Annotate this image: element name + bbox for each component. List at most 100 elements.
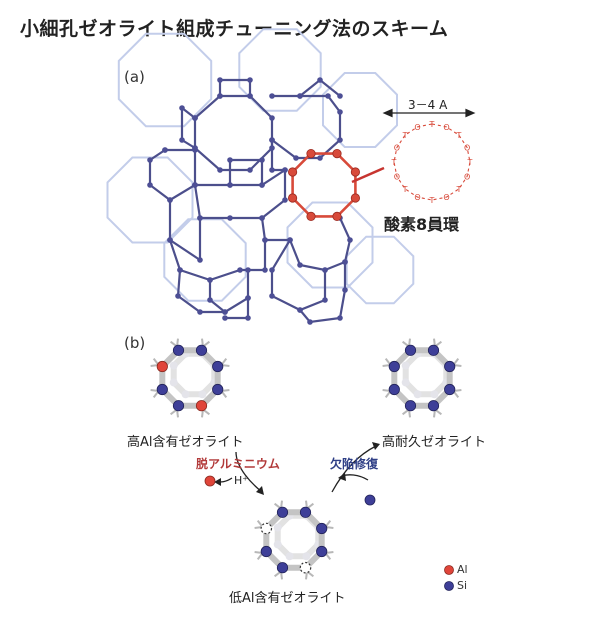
framework-atom (222, 315, 228, 321)
si-atom (172, 400, 185, 412)
tetrahedral-atom-label: T (455, 185, 461, 194)
framework-atom (297, 93, 303, 99)
high-stability-zeolite-label: 高耐久ゼオライト (382, 435, 487, 450)
framework-atom (269, 293, 275, 299)
ring-atom (332, 149, 342, 159)
legend-si-label: Si (457, 579, 468, 592)
ring-size-label: 3－4 A (408, 98, 448, 112)
back-atom (401, 361, 410, 370)
framework-atom (317, 155, 323, 161)
framework-atom (282, 197, 288, 203)
back-atom (273, 523, 282, 532)
framework-bond (271, 94, 342, 160)
panel-b-label: (b) (124, 334, 146, 352)
framework-atom (247, 77, 253, 83)
pointer-line (351, 166, 385, 184)
shadow-ring (286, 201, 374, 289)
low-al-zeolite-model (254, 500, 334, 580)
front-ring (263, 509, 325, 571)
framework-atom (282, 167, 288, 173)
al-atom (195, 400, 208, 412)
framework-atom (217, 93, 223, 99)
tetrahedral-atom-label: T (402, 185, 408, 194)
framework-atom (262, 237, 268, 243)
high-al-zeolite-model (150, 338, 230, 418)
framework-atom (342, 259, 348, 265)
framework-atom (247, 167, 253, 173)
si-atom (388, 360, 400, 373)
framework-atom (167, 197, 173, 203)
framework-atom (179, 105, 185, 111)
framework-atom (337, 315, 343, 321)
si-atom (444, 360, 456, 373)
high-al-zeolite-label: 高Al含有ゼオライト (127, 435, 244, 450)
framework-atom (207, 277, 213, 283)
si-atom (156, 383, 168, 396)
framework-atom (227, 215, 233, 221)
si-atom (427, 400, 440, 412)
framework-atom (337, 137, 343, 143)
framework-atom (269, 267, 275, 273)
si-atom (172, 344, 185, 356)
si-atom (316, 522, 328, 535)
framework-atom (167, 237, 173, 243)
ring-name-label: 酸素8員環 (384, 215, 460, 234)
si-atom (388, 383, 400, 396)
framework-atom (179, 137, 185, 143)
tetrahedral-atom-label: T (402, 131, 408, 140)
framework-atom (147, 182, 153, 188)
framework-bond (270, 239, 327, 312)
framework-atom (217, 77, 223, 83)
legend-si-marker (444, 581, 454, 591)
framework-atom (192, 182, 198, 188)
framework-bond (168, 200, 202, 263)
ring-atom (287, 167, 298, 177)
tetrahedral-atom-label: T (391, 158, 397, 167)
framework-atom (325, 93, 331, 99)
back-atom (285, 552, 294, 561)
framework-bond (176, 269, 250, 314)
proton-label: H⁺ (234, 474, 249, 487)
shadow-ring (117, 32, 213, 128)
back-atom (169, 378, 178, 387)
si-atom (316, 545, 328, 558)
framework-atom (342, 287, 348, 293)
si-atom (427, 344, 440, 356)
framework-atom (197, 309, 203, 315)
framework-bond (228, 158, 264, 185)
back-atom (181, 390, 190, 399)
tetrahedral-atom-label: T (429, 120, 435, 129)
framework-atom (147, 157, 153, 163)
low-al-zeolite-label: 低Al含有ゼオライト (229, 591, 346, 606)
si-atom (444, 383, 456, 396)
framework-atom (297, 307, 303, 313)
framework-bond (218, 78, 252, 96)
al-atom (156, 360, 168, 373)
ring-atom (332, 211, 342, 221)
framework-atom (269, 93, 275, 99)
framework-atom (317, 77, 323, 83)
framework-atom (293, 155, 299, 161)
oxygen-atom-label: O (443, 123, 449, 132)
ring-atom (350, 167, 360, 177)
tetrahedral-atom-label: T (467, 158, 473, 167)
framework-atom (307, 319, 313, 325)
framework-atom (269, 137, 275, 143)
framework-atom (227, 182, 233, 188)
si-atom (195, 344, 208, 356)
back-atom (430, 390, 439, 399)
back-atom (198, 390, 207, 399)
shadow-ring (106, 156, 194, 244)
framework-atom (245, 315, 251, 321)
framework-atom (207, 297, 213, 303)
framework-atom (322, 297, 328, 303)
ring-atom (350, 193, 360, 203)
framework-atom (227, 157, 233, 163)
si-atom (212, 360, 224, 373)
front-ring (391, 347, 453, 409)
oxygen-atom-label: O (394, 173, 400, 182)
oxygen-atom-label: O (414, 123, 420, 132)
